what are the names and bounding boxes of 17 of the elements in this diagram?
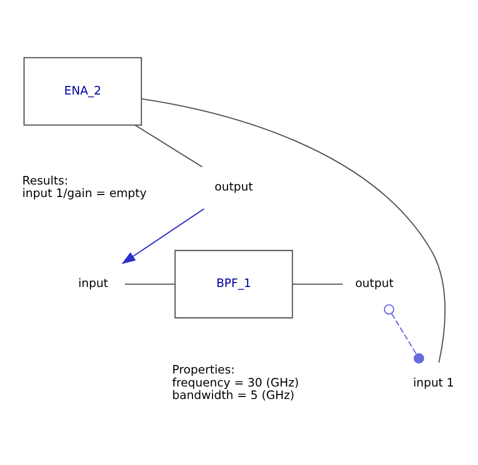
connector — [134, 124, 202, 168]
node-text: output — [214, 180, 253, 194]
connector — [292, 284, 343, 285]
connector — [125, 284, 175, 285]
node-label: bandwidth = 5 (GHz) — [172, 388, 294, 402]
node-label: frequency = 30 (GHz) — [172, 375, 299, 390]
connector — [384, 304, 424, 364]
node-text: output — [355, 276, 394, 290]
node-text: input 1 — [413, 375, 454, 390]
arrow — [122, 208, 204, 264]
node-box: ENA_2 — [23, 57, 142, 126]
node-text: input — [78, 276, 108, 290]
node-label: Properties: — [172, 362, 235, 377]
connector — [141, 98, 446, 363]
node-box: BPF_1 — [174, 250, 294, 318]
node-label: Results: — [22, 173, 68, 188]
node-label: input 1/gain = empty — [22, 186, 147, 200]
